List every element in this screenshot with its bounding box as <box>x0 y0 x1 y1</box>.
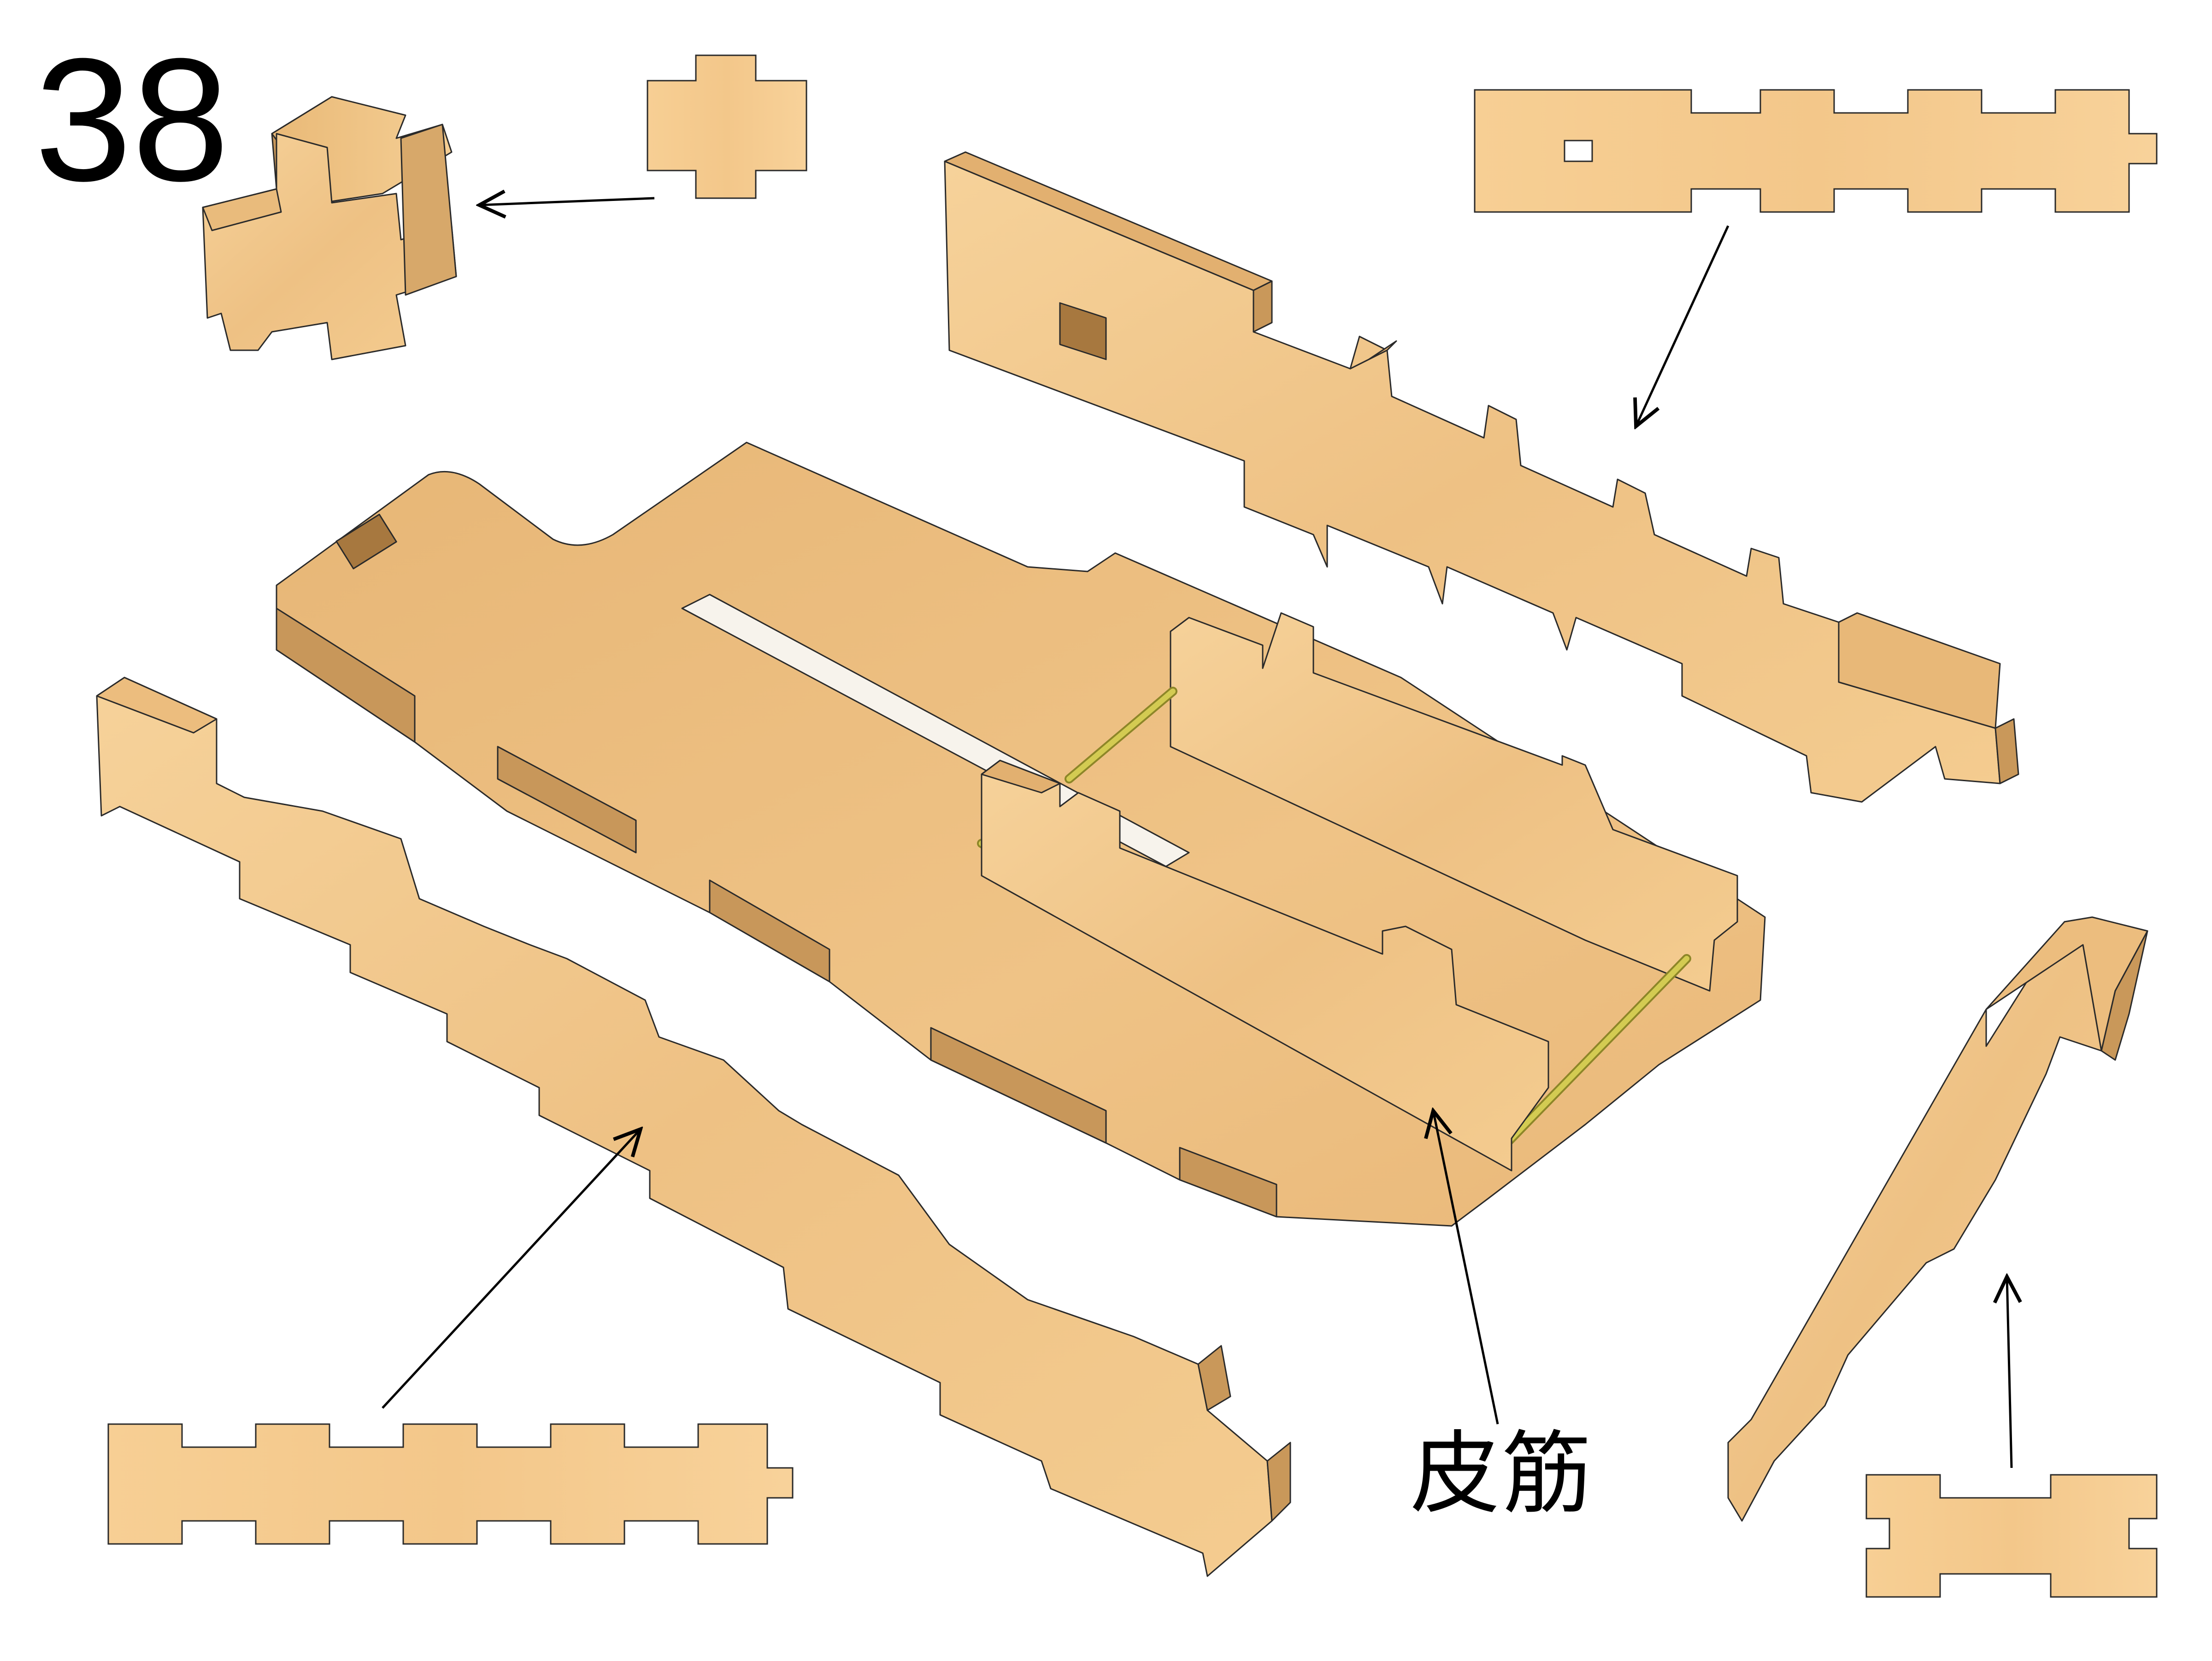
panel-square-hole <box>1059 302 1107 360</box>
step-number: 38 <box>35 22 229 218</box>
long-part-flat-top <box>1474 89 2158 213</box>
tray-front-wall <box>981 760 1549 1172</box>
arrow-rubber-band <box>1433 1111 1499 1425</box>
tray-back-wall <box>1170 612 1738 992</box>
cross-piece-flat <box>647 54 807 199</box>
arrow-top-right <box>1636 225 1730 426</box>
rubber-band-label: 皮筋 <box>1410 1421 1594 1526</box>
handle-square-hole <box>335 513 397 570</box>
square-hole <box>1564 140 1593 162</box>
arrow-cross-to-3d <box>479 198 655 205</box>
arrow-bottom-left <box>382 1129 641 1409</box>
long-part-flat-bottom <box>107 1423 794 1545</box>
long-side-panel-3d-top <box>944 151 2019 803</box>
short-side-panel-3d <box>1727 916 2148 1522</box>
cross-piece-3d <box>202 96 457 360</box>
long-side-panel-3d-bottom <box>96 677 1291 1577</box>
arrow-bottom-right <box>2007 1277 2012 1468</box>
short-part-flat <box>1865 1474 2158 1598</box>
